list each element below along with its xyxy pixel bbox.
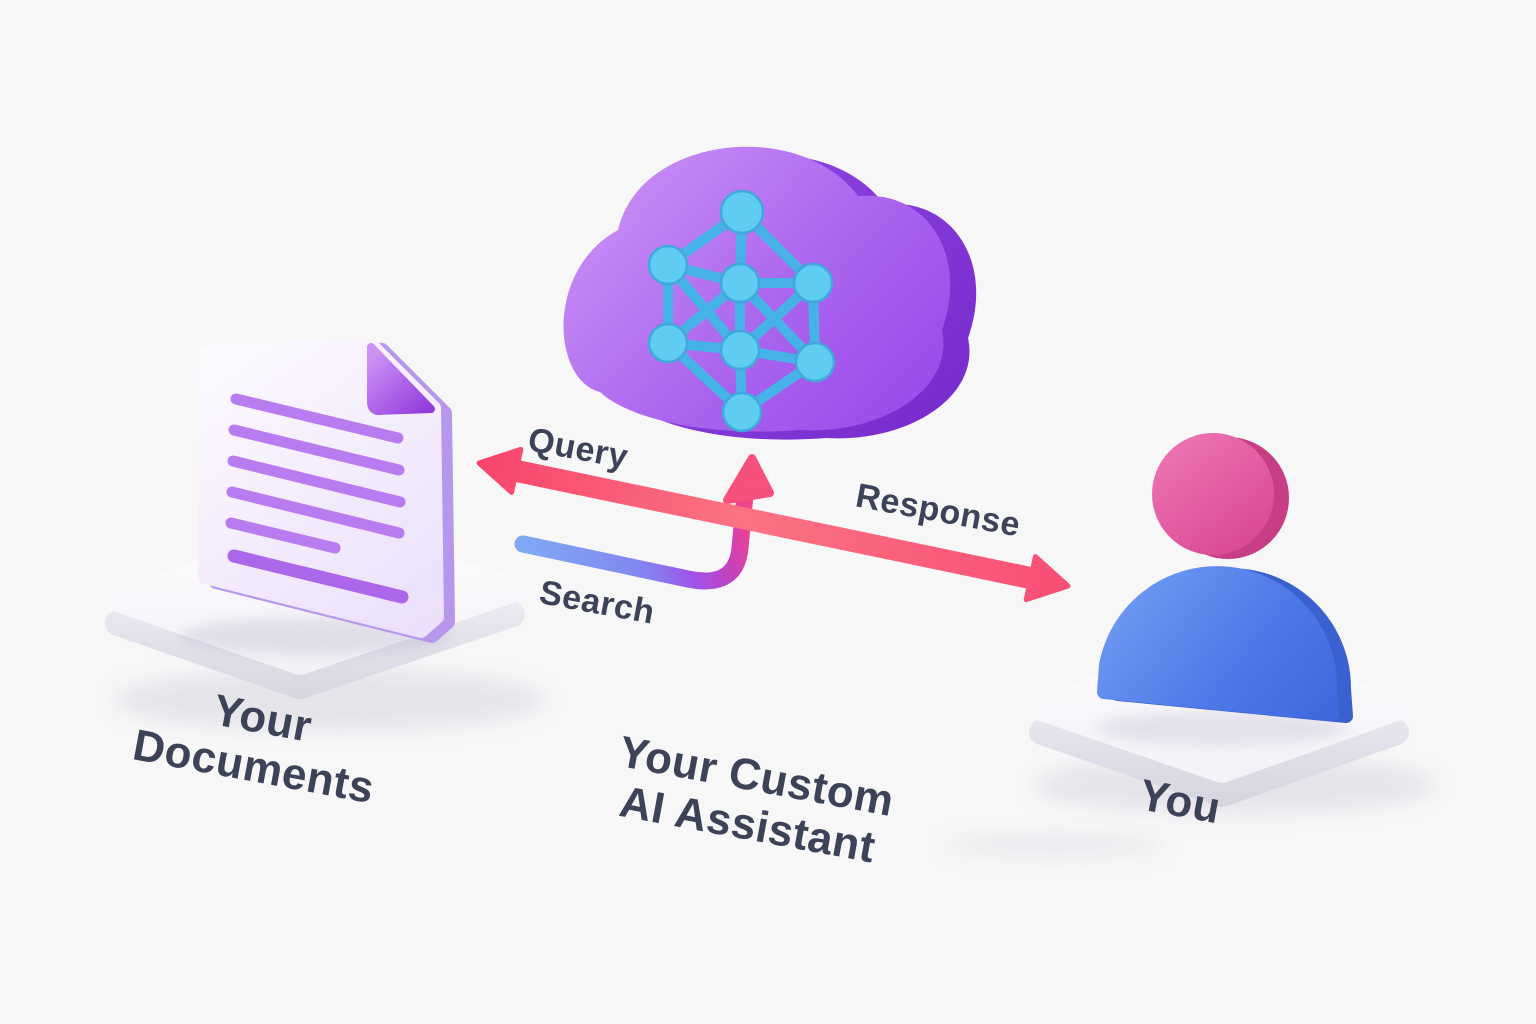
document-text-lines bbox=[225, 393, 409, 604]
search-arrowhead bbox=[723, 454, 774, 504]
query-response-arrow bbox=[476, 446, 1071, 603]
person-head bbox=[1152, 433, 1274, 555]
ai-cloud-icon bbox=[563, 146, 977, 440]
document-fold bbox=[367, 343, 435, 415]
person-icon bbox=[1097, 433, 1353, 723]
document-icon bbox=[198, 338, 455, 643]
neural-network-icon bbox=[647, 189, 836, 433]
person-body bbox=[1097, 566, 1339, 721]
search-arrow bbox=[514, 454, 774, 590]
